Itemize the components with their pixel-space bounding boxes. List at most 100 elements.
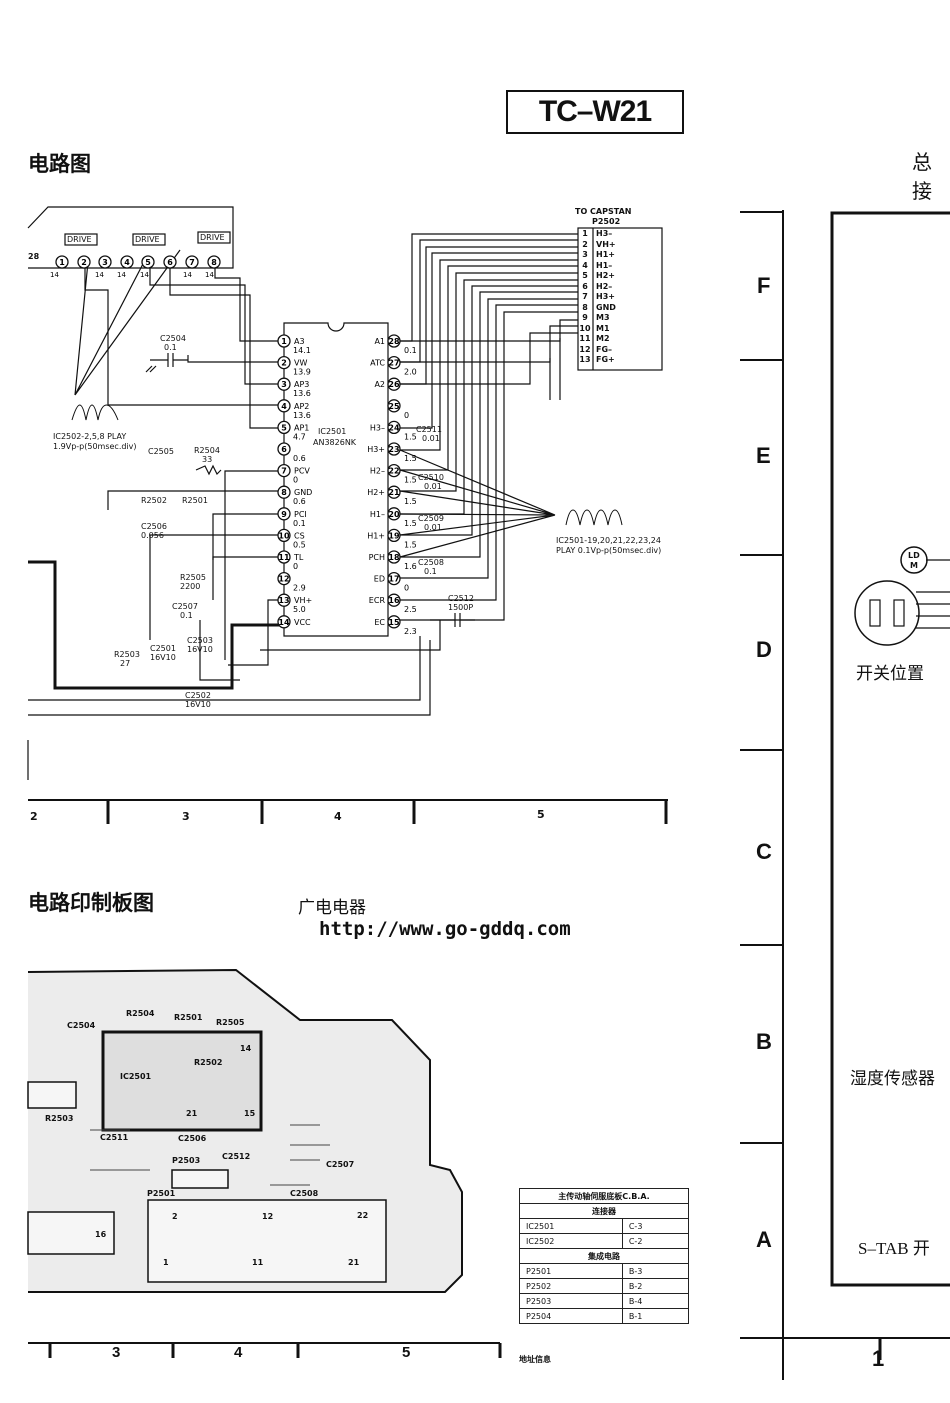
ic2501-left-pin — [277, 571, 291, 586]
connector-pin-number: 1 — [582, 229, 588, 238]
ic2502-pin-voltage: 14 — [140, 271, 149, 279]
pcb-pin-11: 11 — [252, 1258, 264, 1267]
r2501-label: R2501 — [182, 496, 208, 505]
pcb-diagram — [27, 968, 502, 1358]
pcb-col-3: 3 — [112, 1344, 121, 1361]
ic2501-right-pin-number: 28 — [388, 337, 400, 346]
ic2501-right-pin-voltage: 1.6 — [404, 562, 417, 571]
c2512-label: C2512 — [448, 594, 474, 603]
pcb-col-5: 5 — [402, 1344, 411, 1361]
c2511-value: 0.01 — [422, 434, 440, 443]
ic2501-right-pin-number: 24 — [388, 423, 400, 432]
ref-row-loc: B-2 — [621, 1278, 690, 1294]
wave1-note-1: IC2502-2,5,8 PLAY — [53, 432, 127, 441]
waveform-2 — [565, 509, 623, 526]
ic2501-right-pin-number: 22 — [388, 467, 399, 476]
ic2502-outline — [27, 206, 234, 269]
connector-pin-number: 11 — [579, 334, 591, 343]
ic2501-left-pin-name: TL — [293, 553, 304, 562]
ic2501-right-pin-number: 20 — [388, 510, 400, 519]
connector-pin-name: H3+ — [596, 292, 615, 301]
row-label-b: B — [756, 1029, 772, 1054]
ic2501-right-pin — [387, 420, 401, 435]
drive-box-2 — [132, 233, 166, 246]
c2501-value: 16V10 — [150, 653, 176, 662]
col-label-2: 2 — [30, 810, 38, 823]
ic2501-left-pin-number: 9 — [281, 510, 287, 519]
ic2501-left-pin-name: AP3 — [294, 380, 309, 389]
schematic-title: 电路图 — [28, 152, 91, 176]
ic2501-left-pin — [277, 463, 291, 478]
ic2502-pin — [163, 255, 177, 269]
ic2501-left-pin-number: 1 — [281, 337, 287, 346]
r2503-value: 27 — [120, 659, 131, 668]
connector-pin-name: H2– — [596, 281, 613, 291]
drive-label-2: DRIVE — [135, 235, 160, 244]
ic2501-left-pin-name: PCV — [294, 467, 310, 476]
ic2502-pin-number: 8 — [211, 258, 217, 267]
ic2501-left-pin-number: 10 — [278, 531, 290, 540]
ic2501-left-pin-number: 4 — [281, 402, 287, 411]
c2502-value: 16V10 — [185, 700, 211, 709]
ref-row-name: P2503 — [519, 1293, 623, 1309]
ic2501-right-pin-voltage: 2.3 — [404, 627, 417, 636]
ref-row-name: IC2501 — [519, 1218, 623, 1234]
ic2501-right-pin-number: 16 — [388, 596, 400, 605]
ic2502-pin-voltage: 14 — [205, 271, 214, 279]
ic2501-left-pin-number: 5 — [281, 423, 287, 432]
ic2501-left-pin-voltage: 0 — [293, 476, 298, 485]
pcb-label-ic2501: IC2501 — [120, 1072, 152, 1081]
ic2502-pin-number: 1 — [59, 258, 65, 267]
connector-pin-name: GND — [596, 302, 616, 312]
ic2501-right-pin-number: 27 — [388, 359, 399, 368]
pcb-pin-21b: 21 — [348, 1258, 360, 1267]
ic2501-left-pin-voltage: 13.6 — [293, 411, 311, 420]
pcb-label-c2504: C2504 — [67, 1021, 96, 1030]
connector-pin-name: M3 — [596, 313, 610, 322]
ic2501-right-pin — [387, 463, 401, 478]
ic2501-right-pin-voltage: 2.5 — [404, 605, 417, 614]
drive-label-3: DRIVE — [200, 233, 225, 242]
ic2502-pin-number: 6 — [167, 258, 173, 267]
ic2501-left-pin — [277, 593, 291, 607]
c2511-label: C2511 — [416, 425, 442, 434]
pcb-label-c2511: C2511 — [100, 1133, 129, 1142]
ic2501-left-pin-number: 11 — [278, 553, 290, 562]
ic2501-right-pin — [387, 485, 401, 499]
c2504-label: C2504 — [160, 334, 186, 343]
ref-row-name: IC2502 — [519, 1233, 623, 1249]
pcb-label-r2503: R2503 — [45, 1114, 74, 1123]
ic2501-right-pin-name: H3– — [370, 423, 385, 432]
col-label-5: 5 — [537, 808, 545, 821]
drive-box-3 — [197, 231, 231, 244]
ic2502-pin — [185, 255, 199, 269]
ic2502-pin-number: 3 — [102, 258, 108, 267]
ic2501-left-pin-voltage: 0 — [293, 562, 298, 571]
right-title: 总接 — [912, 152, 932, 203]
r2505-label: R2505 — [180, 573, 206, 582]
ic2501-left-pin-name: GND — [294, 488, 312, 497]
ic2501-right-pin-voltage: 1.5 — [404, 497, 417, 506]
pcb-pin-15: 15 — [244, 1109, 256, 1118]
ic2501-left-pin — [277, 615, 291, 629]
pcb-label-c2512: C2512 — [222, 1152, 251, 1161]
ic2502-pin — [207, 255, 221, 269]
ref-table-section-2: 集成电路 — [519, 1248, 689, 1264]
stab-label: S–TAB 开 — [858, 1239, 930, 1258]
ic2501-left-pin-number: 3 — [281, 380, 287, 389]
ic2501-right-pin — [387, 399, 401, 413]
connector-pin-number: 13 — [579, 355, 591, 364]
ic2501-right-pin-number: 17 — [388, 575, 399, 584]
c2508-label: C2508 — [418, 558, 444, 567]
ic2501-right-pin-number: 21 — [388, 488, 400, 497]
ic2501-right-pin-number: 19 — [388, 531, 400, 540]
c2503-value: 16V10 — [187, 645, 213, 654]
c2510-label: C2510 — [418, 473, 444, 482]
